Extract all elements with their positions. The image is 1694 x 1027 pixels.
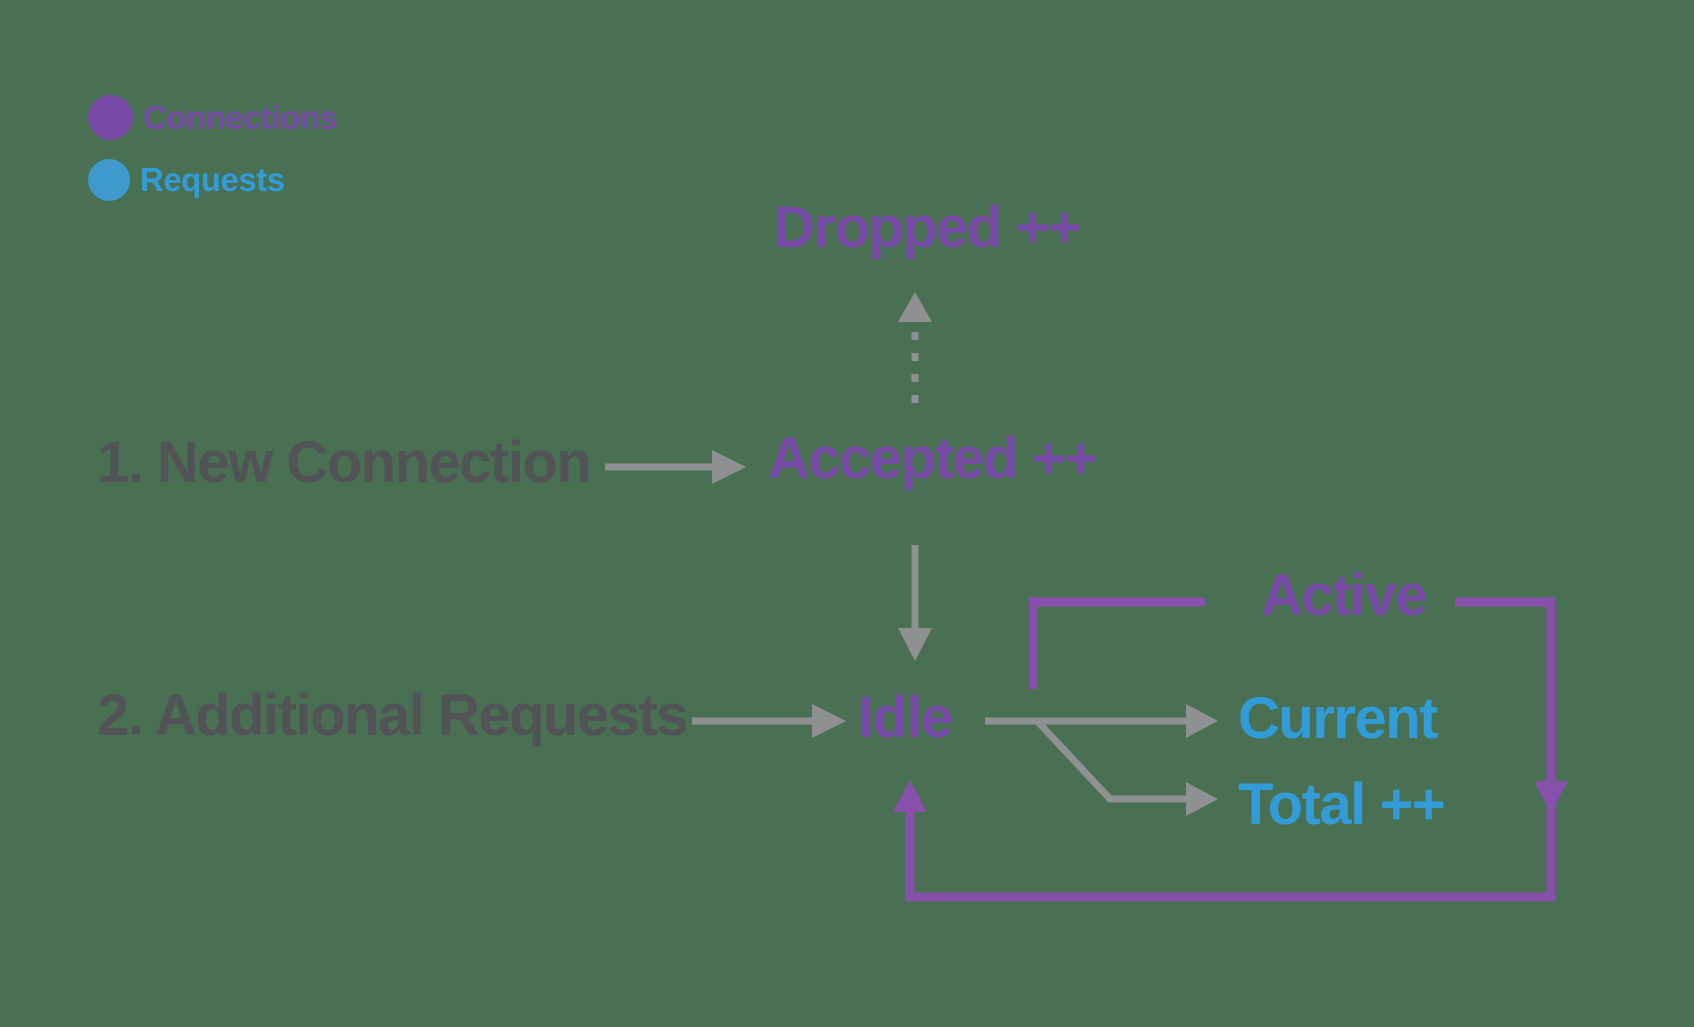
node-dropped-label: Dropped ++ [773,195,1082,260]
legend-item-requests: Requests [88,159,285,201]
node-idle-label: Idle [858,685,953,750]
node-accepted-label: Accepted ++ [768,426,1098,491]
legend-label-requests: Requests [140,161,285,198]
arrow-accepted-to-idle [898,545,932,661]
step-additional-requests-label: 2. Additional Requests [97,683,689,748]
arrow-new-connection-to-accepted [605,450,746,484]
requests-color-dot-icon [88,159,130,201]
connections-color-dot-icon [88,95,133,140]
legend-item-connections: Connections [88,95,338,140]
node-current-label: Current [1238,686,1438,751]
node-active-label: Active [1261,563,1428,628]
arrow-idle-to-total [1035,719,1218,816]
arrow-accepted-to-dropped-dashed [898,292,932,403]
legend-label-connections: Connections [143,98,338,136]
arrow-additional-requests-to-idle [692,704,846,738]
loop-idle-to-active [1028,597,1205,689]
step-new-connection-label: 1. New Connection [97,430,592,495]
arrow-idle-to-current [985,704,1218,738]
node-total-label: Total ++ [1238,772,1446,837]
loop-active-return-to-idle [893,597,1568,902]
